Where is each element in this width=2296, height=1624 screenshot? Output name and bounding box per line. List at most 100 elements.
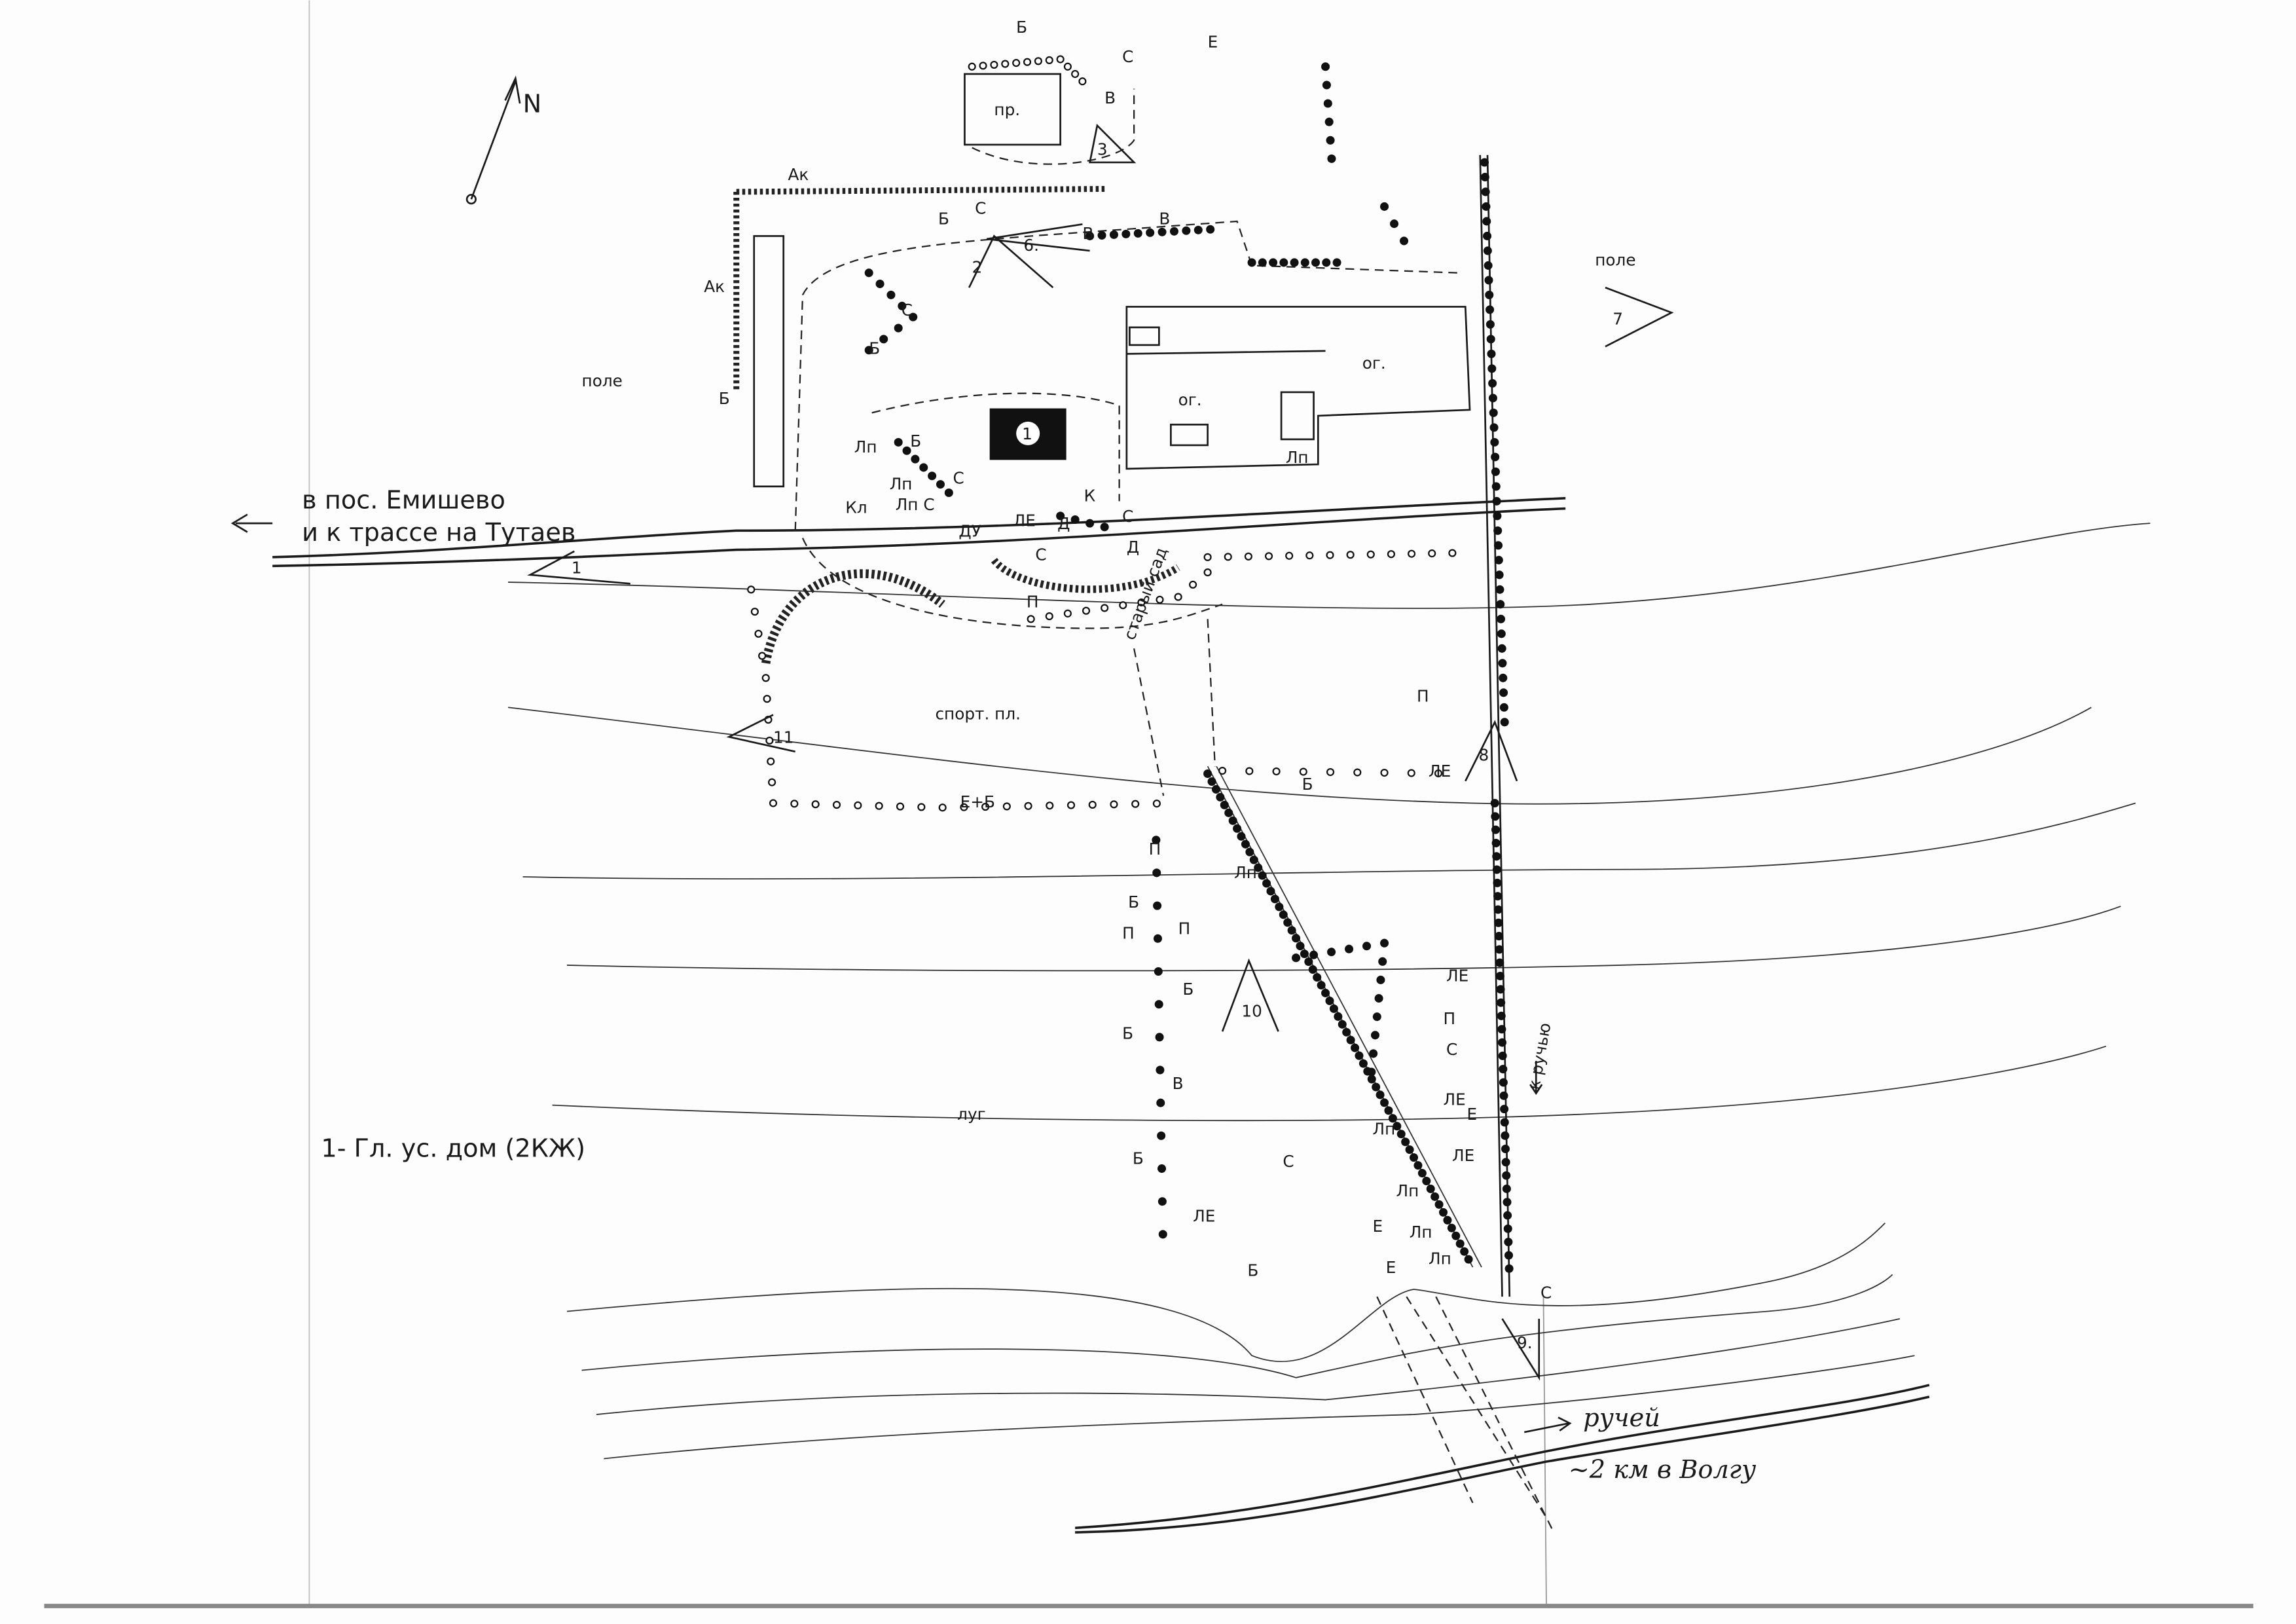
tree-marker: [1078, 77, 1087, 86]
tree-marker: [1499, 1065, 1508, 1074]
tree-marker: [1283, 918, 1292, 927]
tree-marker: [1152, 800, 1161, 808]
tree-species-label: П: [1178, 919, 1191, 938]
tree-species-label: С: [975, 199, 986, 218]
outbuilding: [753, 235, 785, 488]
tree-species-label: С: [1446, 1040, 1457, 1059]
hedge-arc: [991, 557, 1180, 593]
garden-label: ог.: [1362, 354, 1386, 373]
tree-marker: [1504, 1264, 1514, 1273]
tree-marker: [1493, 511, 1502, 521]
tree-marker: [1097, 231, 1106, 240]
tree-marker: [1241, 840, 1250, 849]
tree-species-label: Лп: [890, 474, 913, 493]
tree-marker: [1304, 957, 1313, 967]
tree-marker: [1056, 55, 1065, 64]
viewpoints: 1 2 3 6. 7 8 9. 10 11: [527, 123, 1674, 1381]
tree-marker: [1410, 1153, 1419, 1162]
tree-marker: [769, 799, 778, 807]
tree-marker: [811, 800, 820, 809]
tree-marker: [1203, 769, 1212, 779]
tree-marker: [886, 290, 896, 299]
main-road: в пос. Емишево и к трассе на Тутаев: [230, 487, 1566, 568]
tree-marker: [919, 463, 928, 472]
tree-marker: [1480, 172, 1489, 181]
vegetable-garden: ог. ог.: [1125, 306, 1471, 470]
tree-marker: [1224, 553, 1232, 561]
viewpoint-label: 9.: [1517, 1333, 1533, 1352]
tree-marker: [1495, 958, 1504, 967]
stream-note: ~2 км в Волгу: [1569, 1456, 1757, 1485]
tree-marker: [1372, 1012, 1381, 1022]
tree-marker: [1194, 225, 1203, 234]
tree-marker: [960, 803, 968, 811]
tree-species-label: С: [1035, 545, 1046, 564]
tree-marker: [761, 674, 770, 682]
tree-marker: [1499, 1078, 1508, 1087]
tree-marker: [1245, 767, 1254, 775]
tree-marker: [1370, 1031, 1380, 1040]
tree-marker: [1189, 580, 1197, 589]
field-label: поле: [1595, 250, 1635, 269]
tree-marker: [936, 480, 945, 489]
tree-marker: [1269, 258, 1278, 267]
tree-marker: [1270, 895, 1279, 904]
tree-marker: [896, 802, 905, 811]
tree-marker: [1487, 364, 1497, 373]
tree-marker: [854, 801, 862, 809]
tree-marker: [1486, 335, 1495, 344]
tree-species-label: Б: [1247, 1261, 1258, 1280]
tree-marker: [1489, 423, 1499, 432]
tree-species-label: П: [1122, 923, 1135, 942]
tree-species-label: Б: [1128, 893, 1139, 912]
tree-marker: [1492, 852, 1501, 861]
tree-marker: [1262, 879, 1271, 888]
tree-marker: [1401, 1137, 1410, 1147]
tree-species-label: ЛЕ: [1446, 967, 1468, 986]
tree-marker: [1218, 766, 1227, 775]
tree-marker: [1156, 1098, 1165, 1107]
tree-marker: [1482, 202, 1491, 211]
tree-marker: [968, 62, 976, 71]
viewpoint-label: 7: [1613, 309, 1623, 328]
tree-marker: [1393, 1122, 1402, 1131]
tree-marker: [1460, 1247, 1469, 1256]
tree-marker: [1487, 349, 1496, 358]
tree-marker: [1066, 801, 1076, 809]
tree-species-label: Лп: [1429, 1249, 1451, 1268]
tree-marker: [1338, 1020, 1347, 1029]
tree-marker: [1345, 944, 1354, 953]
tree-marker: [1490, 798, 1499, 808]
tree-marker: [1133, 229, 1142, 238]
tree-marker: [1495, 585, 1504, 594]
tree-marker: [1264, 552, 1273, 561]
tree-marker: [1390, 219, 1399, 229]
tree-species-label: П: [1027, 592, 1039, 611]
tree-marker: [1045, 612, 1053, 621]
tree-marker: [1493, 526, 1503, 535]
old-garden-label: старый сад: [1120, 545, 1171, 642]
tree-marker: [1296, 942, 1305, 951]
tree-marker: [1434, 769, 1443, 778]
tree-marker: [1367, 1067, 1376, 1077]
tree-marker: [1407, 769, 1415, 777]
tree-species-label: Лп: [1373, 1120, 1396, 1139]
tree-marker: [1498, 659, 1507, 668]
tree-species-label: Е: [1373, 1217, 1383, 1236]
tree-marker: [917, 803, 926, 811]
tree-marker: [1063, 609, 1072, 618]
tree-marker: [1152, 836, 1161, 845]
tree-marker: [1131, 800, 1140, 808]
tree-marker: [1157, 1164, 1167, 1173]
estate-boundary: [794, 220, 1459, 531]
tree-marker: [1493, 878, 1502, 887]
viewpoint-label: 2: [972, 258, 983, 277]
tree-marker: [1155, 1033, 1164, 1042]
tree-marker: [1311, 258, 1321, 267]
tree-marker: [979, 62, 987, 70]
tree-species-label: Б: [1133, 1149, 1144, 1168]
tree-marker: [1119, 601, 1127, 610]
tree-marker: [1027, 615, 1035, 623]
tree-species-label: Б: [938, 209, 949, 228]
tree-marker: [1439, 1208, 1448, 1217]
